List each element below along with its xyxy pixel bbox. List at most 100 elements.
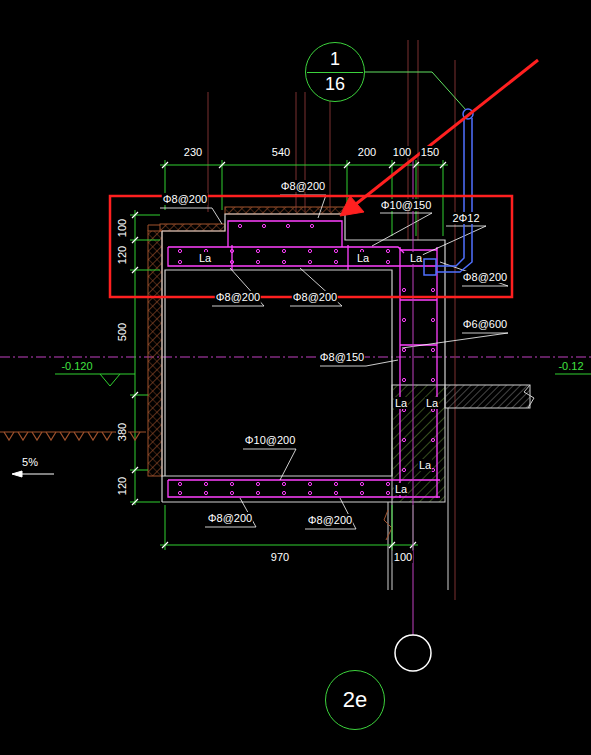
rebar-section (360, 491, 363, 494)
rebar-note: Φ8@200 (280, 180, 326, 192)
wall-hatch (384, 385, 534, 590)
soil-line (32, 432, 42, 440)
highlight-box (110, 196, 512, 297)
rebar (168, 479, 440, 480)
rebar-section (386, 491, 389, 494)
axis-bubble (395, 635, 431, 671)
brick-layer (148, 225, 160, 231)
concrete-outline (161, 476, 162, 502)
rebar-section (178, 249, 181, 252)
dimension-line (130, 160, 448, 550)
dimension: 970 (270, 551, 290, 563)
dimension: 150 (420, 146, 440, 158)
dimension: 200 (357, 146, 377, 158)
dimension: 100 (392, 146, 412, 158)
rebar-section (386, 260, 389, 263)
slope: 5% (21, 456, 39, 468)
rebar-section (402, 438, 405, 441)
dimension-tick (132, 212, 138, 505)
concrete-outline (162, 214, 445, 502)
leader-line (160, 195, 508, 529)
rebar-section (238, 224, 241, 227)
axis-line (413, 160, 414, 635)
rebar-section (256, 491, 259, 494)
rebar-section (230, 491, 233, 494)
dimension: 540 (271, 146, 291, 158)
rebar-section (431, 288, 434, 291)
concrete-outline (162, 214, 445, 385)
rebar-section (334, 260, 337, 263)
soil-line (130, 432, 140, 440)
leader-line (372, 213, 432, 246)
rebar-section (402, 348, 405, 351)
rebar-section (308, 260, 311, 263)
rebar-section (431, 318, 434, 321)
highlight-arrow (340, 60, 538, 216)
rebar-section (286, 224, 289, 227)
anchor-length: La (356, 252, 370, 264)
rebar-section (334, 249, 337, 252)
reference-line (296, 92, 297, 212)
rebar-section (230, 249, 233, 252)
rebar-section (386, 249, 389, 252)
rebar-note: Φ8@200 (162, 193, 208, 205)
axis-line (413, 160, 414, 635)
detail-index: 116 (305, 42, 365, 102)
dimension: 380 (116, 422, 128, 442)
elevation-mark (555, 374, 591, 375)
rebar-note: Φ8@200 (462, 271, 508, 283)
rebar-section (431, 348, 434, 351)
rebar-note: Φ10@150 (380, 199, 433, 211)
soil-line (102, 432, 112, 440)
soil-line (60, 432, 70, 440)
pipe (436, 118, 464, 266)
leader-line (205, 498, 256, 527)
rebar-section (178, 491, 181, 494)
rebar-section (402, 378, 405, 381)
elevation: -0.120 (60, 360, 93, 372)
anchor-length: La (425, 397, 439, 409)
wall-hatch (384, 510, 392, 540)
axis-bubble: 2e (325, 670, 385, 730)
rebar-note: Φ8@200 (292, 291, 338, 303)
concrete-outline (162, 501, 392, 502)
leader-line (305, 498, 356, 529)
rebar-section (402, 288, 405, 291)
highlight-arrow (356, 60, 538, 204)
index-text: 16 (325, 75, 345, 95)
dimension-tick (162, 542, 416, 548)
leader-line (402, 333, 508, 348)
index-divider (307, 72, 363, 73)
dimension-line (135, 210, 136, 505)
rebar-note: Φ6@600 (462, 318, 508, 330)
rebar-section (256, 482, 259, 485)
dimension-line (165, 505, 413, 550)
level-line (0, 357, 591, 358)
dimension-line (160, 545, 418, 546)
rebar-section (308, 482, 311, 485)
slope-arrow (12, 471, 54, 477)
rebar-section (334, 491, 337, 494)
dimension: 120 (116, 245, 128, 265)
anchor-length: La (394, 397, 408, 409)
slope-arrow (18, 474, 54, 475)
brick-layer (225, 207, 345, 214)
rebar-section (334, 482, 337, 485)
soil-line (4, 432, 14, 440)
soil-line (46, 432, 56, 440)
rebar-note: 2Φ12 (451, 212, 480, 224)
anchor-length: La (394, 483, 408, 495)
brick-layer (160, 224, 225, 231)
rebar-section (230, 260, 233, 263)
elevation-mark (55, 374, 591, 386)
index-text: 1 (330, 50, 340, 70)
rebar (168, 247, 398, 266)
highlight-arrow (340, 196, 364, 216)
rebar-section (308, 491, 311, 494)
highlight-box (110, 196, 512, 297)
pipe (424, 259, 436, 275)
rebar-note: Φ8@200 (307, 514, 353, 526)
rebar-section (204, 482, 207, 485)
elevation-mark (55, 374, 135, 386)
rebar-section (230, 482, 233, 485)
